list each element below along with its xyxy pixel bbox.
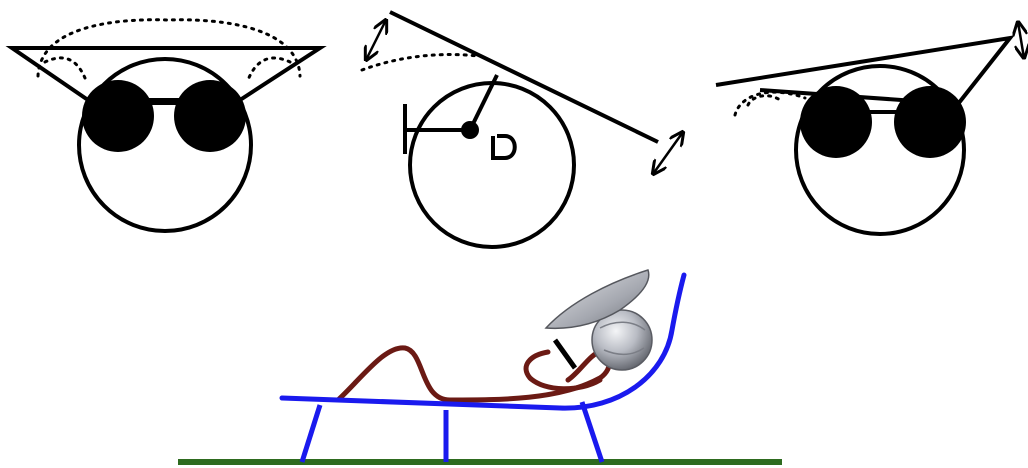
side-visor-view	[362, 12, 683, 247]
tilt-arrow-back-icon	[366, 20, 386, 60]
visor-brim-line	[390, 12, 658, 142]
sunglasses-side	[555, 340, 575, 368]
right-lens-2	[894, 86, 966, 158]
left-lens	[82, 80, 154, 152]
hat-brim	[12, 48, 320, 100]
right-lens	[174, 80, 246, 152]
brim-raised-dotted	[362, 55, 478, 70]
head-side-outline	[410, 83, 574, 247]
lounge-scene	[178, 270, 782, 462]
tilt-arrow-side-icon	[1018, 22, 1024, 58]
front-tilted-visor-view	[716, 22, 1024, 234]
tilt-arrow-front-icon	[653, 132, 683, 174]
chair-leg-left	[302, 405, 320, 462]
ear-hook	[493, 136, 515, 158]
front-visor-view	[12, 20, 320, 231]
brim-dotted-inner-right	[248, 58, 290, 80]
chair-leg-right	[582, 402, 602, 462]
